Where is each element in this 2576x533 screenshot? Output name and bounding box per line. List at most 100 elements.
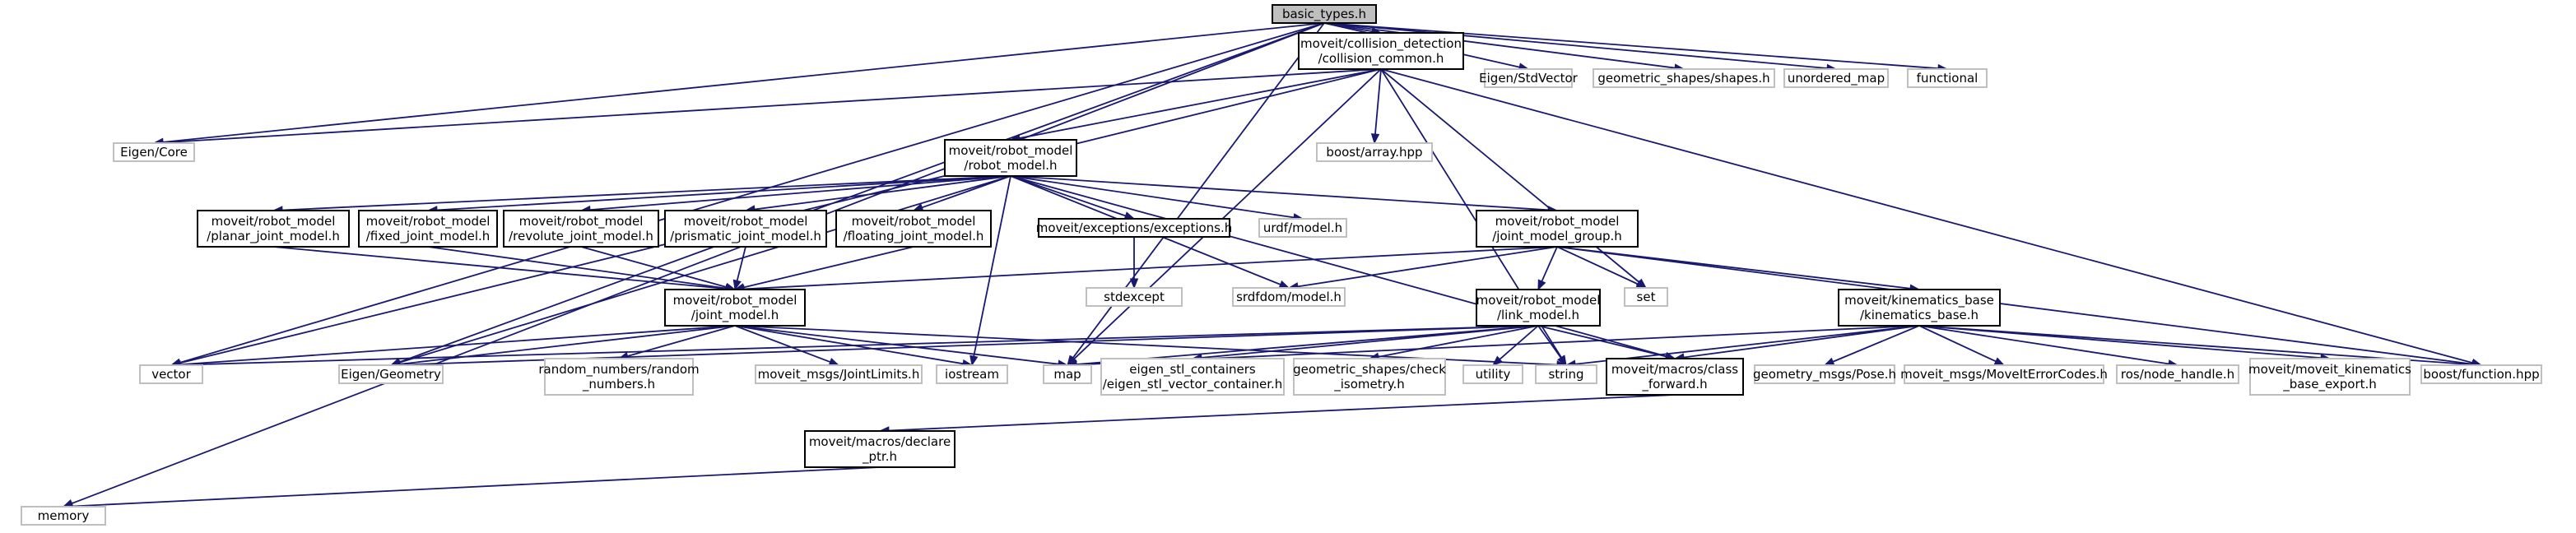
edge-line xyxy=(71,22,1325,504)
edge-line xyxy=(72,466,881,508)
node-box xyxy=(936,364,1008,384)
node-box xyxy=(1904,364,2104,384)
edge-line xyxy=(1378,325,1539,358)
edge-line xyxy=(1574,325,1920,365)
edge-line xyxy=(179,325,736,366)
edge-robot_model-to-urdf_model xyxy=(1010,175,1304,222)
node-class-forward[interactable]: moveit/macros/class_forward.h xyxy=(1606,358,1744,396)
node-box xyxy=(1476,210,1639,248)
node-label: moveit_msgs/MoveItErrorCodes.h xyxy=(1900,367,2108,382)
node-label: moveit/robot_model xyxy=(212,214,336,229)
node-box xyxy=(113,142,195,162)
node-box xyxy=(1593,68,1775,88)
node-label: geometric_shapes/shapes.h xyxy=(1597,71,1769,86)
edge-line xyxy=(1323,22,1828,69)
node-utility: utility xyxy=(1462,364,1523,384)
node-box xyxy=(804,430,956,468)
edge-basic_types-to-memory xyxy=(62,22,1325,508)
edge-line xyxy=(1832,325,1920,363)
node-pose: geometry_msgs/Pose.h xyxy=(1753,364,1896,384)
node-label: basic_types.h xyxy=(1282,7,1366,22)
node-vector: vector xyxy=(139,364,203,384)
node-box xyxy=(2420,364,2542,384)
node-robot-model[interactable]: moveit/robot_model/robot_model.h xyxy=(944,139,1077,177)
node-label: functional xyxy=(1917,71,1978,86)
node-label: moveit/robot_model xyxy=(1495,214,1620,229)
node-label: geometry_msgs/Pose.h xyxy=(1753,367,1896,382)
edge-line xyxy=(1010,175,1667,357)
node-random-numbers: random_numbers/random_numbers.h xyxy=(538,358,700,396)
node-unordered-map: unordered_map xyxy=(1783,68,1889,88)
edge-joint_model-to-joint_limits xyxy=(734,325,840,366)
node-label: moveit/robot_model xyxy=(1476,293,1601,308)
node-fixed-joint-model[interactable]: moveit/robot_model/fixed_joint_model.h xyxy=(358,210,498,248)
node-label: /fixed_joint_model.h xyxy=(366,229,491,244)
node-prismatic-joint-model[interactable]: moveit/robot_model/prismatic_joint_model… xyxy=(664,210,827,248)
edge-exceptions-to-stdexcept xyxy=(1129,237,1139,290)
node-label: urdf/model.h xyxy=(1263,220,1342,235)
node-box xyxy=(544,358,694,396)
edge-line xyxy=(736,246,746,281)
node-label: map xyxy=(1053,367,1081,382)
node-box xyxy=(1272,4,1377,24)
edge-line xyxy=(1374,68,1382,135)
node-box xyxy=(755,364,923,384)
node-moveit-error-codes: moveit_msgs/MoveItErrorCodes.h xyxy=(1900,364,2108,384)
node-label: moveit_msgs/JointLimits.h xyxy=(758,367,920,382)
node-collision-common[interactable]: moveit/collision_detection/collision_com… xyxy=(1298,32,1464,70)
node-joint-limits: moveit_msgs/JointLimits.h xyxy=(755,364,923,384)
node-box xyxy=(1232,287,1346,307)
node-label: unordered_map xyxy=(1788,71,1885,86)
node-label: vector xyxy=(151,367,191,382)
node-label: /planar_joint_model.h xyxy=(207,229,340,244)
node-floating-joint-model[interactable]: moveit/robot_model/floating_joint_model.… xyxy=(835,210,992,248)
node-kinematics-base[interactable]: moveit/kinematics_base/kinematics_base.h xyxy=(1838,289,2001,327)
node-revolute-joint-model[interactable]: moveit/robot_model/revolute_joint_model.… xyxy=(503,210,659,248)
arrowhead-icon xyxy=(732,279,742,291)
node-memory: memory xyxy=(21,506,106,526)
node-box xyxy=(1783,68,1889,88)
edge-line xyxy=(1073,68,1382,360)
node-declare-ptr[interactable]: moveit/macros/declare_ptr.h xyxy=(804,430,956,468)
node-label: iostream xyxy=(945,367,999,382)
edge-line xyxy=(1918,325,1997,363)
node-label: stdexcept xyxy=(1104,290,1165,304)
node-box xyxy=(1606,358,1744,396)
node-label: Eigen/Core xyxy=(120,145,188,160)
node-box xyxy=(139,364,203,384)
node-label: /revolute_joint_model.h xyxy=(509,229,653,244)
node-label: random_numbers/random xyxy=(538,362,699,378)
edge-line xyxy=(162,22,1325,143)
node-srdfdom-model: srdfdom/model.h xyxy=(1232,287,1346,307)
node-label: /collision_common.h xyxy=(1318,51,1444,67)
node-joint-model[interactable]: moveit/robot_model/joint_model.h xyxy=(664,289,806,327)
node-boost-array: boost/array.hpp xyxy=(1316,142,1433,162)
node-label: moveit/robot_model xyxy=(949,143,1073,159)
arrowhead-icon xyxy=(1492,355,1504,366)
node-link-model[interactable]: moveit/robot_model/link_model.h xyxy=(1476,289,1601,327)
arrowhead-icon xyxy=(1278,280,1290,289)
node-label: ros/node_handle.h xyxy=(2121,367,2234,382)
node-joint-model-group[interactable]: moveit/robot_model/joint_model_group.h xyxy=(1476,210,1639,248)
node-label: /robot_model.h xyxy=(964,158,1057,174)
node-string: string xyxy=(1535,364,1597,384)
edge-robot_model-to-fixed_joint_model xyxy=(426,175,1011,215)
node-label: moveit/robot_model xyxy=(519,214,644,229)
node-label: moveit/exceptions/exceptions.h xyxy=(1036,220,1233,235)
edge-line xyxy=(1683,325,1920,359)
node-box xyxy=(1258,218,1347,238)
node-box xyxy=(1535,364,1597,384)
node-box xyxy=(944,139,1077,177)
edge-line xyxy=(1380,68,2473,364)
node-exceptions[interactable]: moveit/exceptions/exceptions.h xyxy=(1036,218,1233,238)
edge-line xyxy=(580,246,727,288)
edge-collision_common-to-boost_array xyxy=(1370,68,1382,145)
edge-line xyxy=(1380,68,1640,283)
edge-joint_model_group-to-boost_function xyxy=(1556,246,2483,368)
edge-line xyxy=(1010,175,1126,217)
node-label: _forward.h xyxy=(1641,377,1707,392)
edge-robot_model-to-revolute_joint_model xyxy=(579,175,1011,215)
node-box xyxy=(1043,364,1092,384)
node-planar-joint-model[interactable]: moveit/robot_model/planar_joint_model.h xyxy=(197,210,350,248)
